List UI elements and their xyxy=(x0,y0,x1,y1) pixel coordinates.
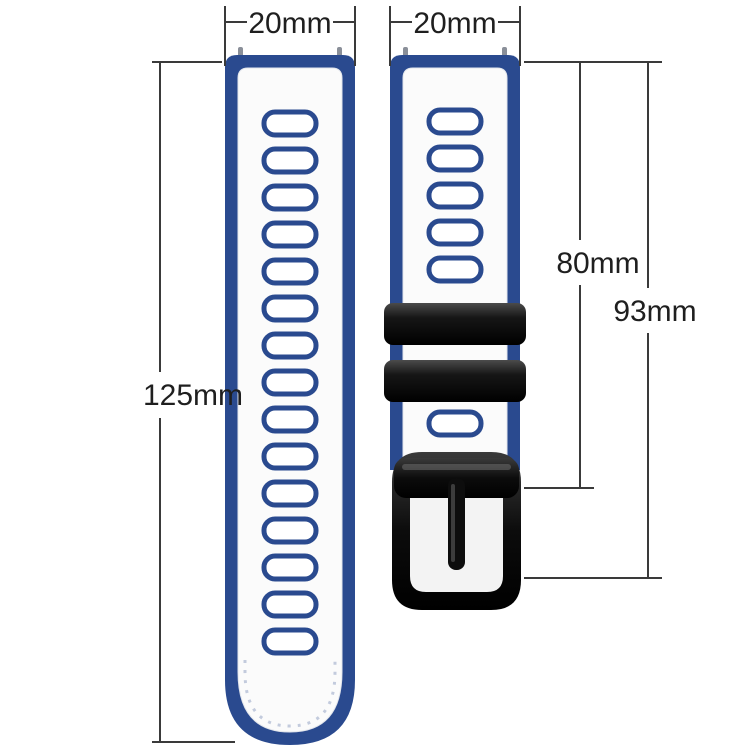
dim-left-strap-width xyxy=(224,6,356,66)
buckle-tang xyxy=(448,478,465,570)
buckle-tang-gloss xyxy=(451,484,455,562)
strap-left-tip-texture xyxy=(243,660,337,728)
buckle-top-bar-gloss xyxy=(402,464,511,470)
dim-left-strap-length xyxy=(152,61,235,743)
dim-label-right-width: 20mm xyxy=(413,7,496,40)
dim-right-strap-93 xyxy=(524,62,662,579)
keeper-loop-bottom xyxy=(384,360,526,402)
dim-label-right-93: 93mm xyxy=(613,295,696,328)
dim-label-left-width: 20mm xyxy=(248,7,331,40)
strap-left xyxy=(225,47,355,745)
dimension-annotations xyxy=(152,6,662,743)
dim-right-strap-80 xyxy=(524,61,662,489)
buckle xyxy=(392,452,521,610)
strap-right-slots xyxy=(426,107,484,438)
keeper-loop-top xyxy=(384,303,526,345)
dim-label-left-length: 125mm xyxy=(143,379,243,412)
strap-right xyxy=(384,47,526,610)
dim-right-strap-width xyxy=(389,6,521,66)
strap-left-slots xyxy=(261,109,319,656)
dim-label-right-80: 80mm xyxy=(556,247,639,280)
